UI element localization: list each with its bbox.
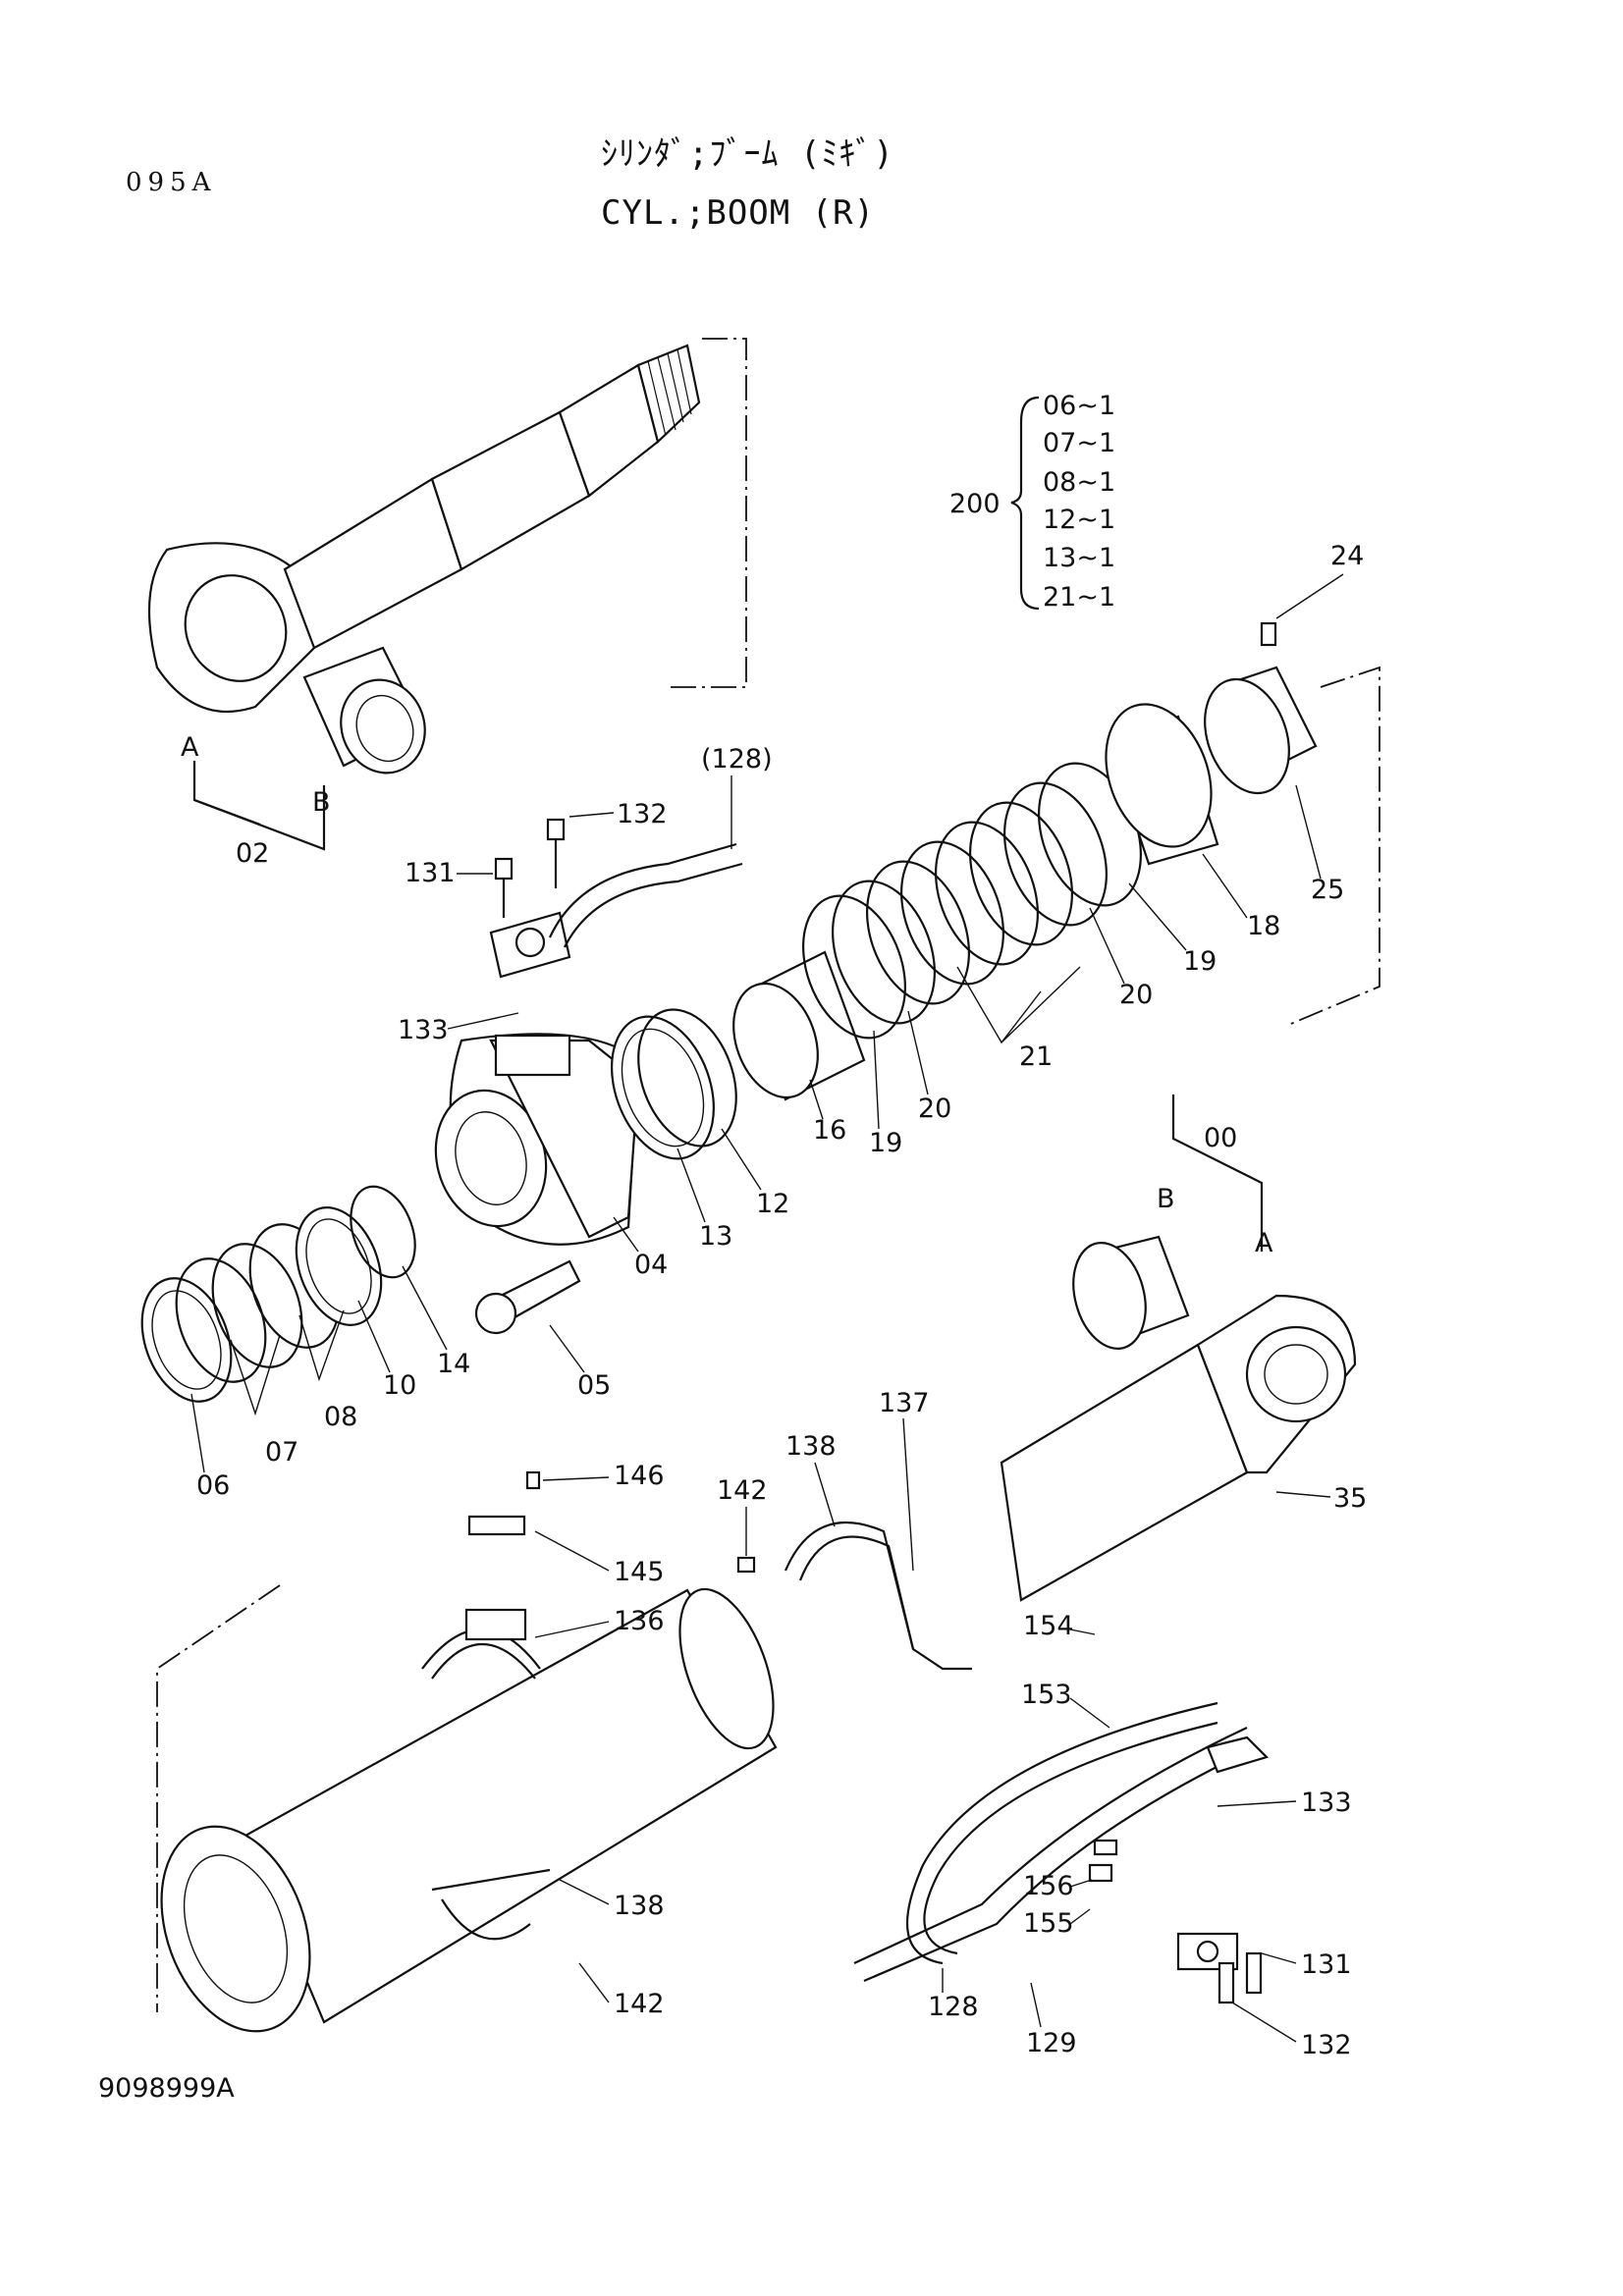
callout-B: B xyxy=(312,787,331,818)
piston-rod-drawing xyxy=(147,338,747,714)
title-english: CYL.;BOOM (R) xyxy=(601,193,876,233)
callout-142: 142 xyxy=(717,1475,768,1506)
pipe-flange-upper-drawing xyxy=(489,842,743,979)
callout-13: 13 xyxy=(699,1221,732,1252)
callout-19: 19 xyxy=(869,1128,902,1158)
callout-A: A xyxy=(1255,1228,1273,1258)
kit-item: 12~1 xyxy=(1043,505,1115,535)
callout-132: 132 xyxy=(617,799,668,829)
callout-02: 02 xyxy=(236,838,269,869)
hoses-drawing xyxy=(853,1701,1270,2004)
kit-200-callout: 200 06~1 07~1 08~1 12~1 13~1 21~1 xyxy=(949,391,1115,613)
kit-item: 13~1 xyxy=(1043,543,1115,573)
callout-128: 128 xyxy=(928,1992,979,2022)
callout-155: 155 xyxy=(1023,1908,1074,1939)
kit-item: 08~1 xyxy=(1043,467,1115,498)
clamp-136-drawing xyxy=(421,1470,541,1680)
callout-21: 21 xyxy=(1019,1041,1053,1072)
callout-156: 156 xyxy=(1023,1871,1074,1901)
callout-00: 00 xyxy=(1204,1123,1237,1153)
callout-12: 12 xyxy=(756,1189,789,1219)
callout-131: 131 xyxy=(1301,1949,1352,1980)
callout-19: 19 xyxy=(1183,946,1217,977)
page-id: 095A xyxy=(126,168,217,197)
kit-item: 07~1 xyxy=(1043,428,1115,458)
callout-20: 20 xyxy=(1119,980,1153,1010)
callout-138: 138 xyxy=(785,1431,837,1462)
callout-132: 132 xyxy=(1301,2030,1352,2060)
kit-item: 21~1 xyxy=(1043,582,1115,613)
gland-drawing xyxy=(434,1033,640,1246)
callout-35: 35 xyxy=(1333,1483,1367,1514)
callout-10: 10 xyxy=(383,1370,416,1401)
callout-138: 138 xyxy=(614,1891,665,1921)
kit-number: 200 xyxy=(949,489,1001,519)
packing-rings-drawing xyxy=(140,1185,416,1403)
callout-18: 18 xyxy=(1247,911,1280,941)
callout-133: 133 xyxy=(1301,1788,1352,1818)
callout-07: 07 xyxy=(265,1437,298,1468)
kit-item: 06~1 xyxy=(1043,391,1115,421)
callout-06: 06 xyxy=(196,1470,230,1501)
callout-20: 20 xyxy=(918,1094,951,1124)
callout-14: 14 xyxy=(437,1349,470,1379)
callout-146: 146 xyxy=(614,1461,665,1491)
cylinder-head-end-drawing xyxy=(1000,1095,1357,1602)
document-number: 9098999A xyxy=(98,2073,235,2104)
callout-136: 136 xyxy=(614,1606,665,1636)
callout-08: 08 xyxy=(324,1402,357,1432)
callout-128-ref: (128) xyxy=(701,744,773,774)
callout-142: 142 xyxy=(614,1989,665,2019)
callout-04: 04 xyxy=(634,1250,668,1280)
callout-153: 153 xyxy=(1021,1680,1072,1710)
bushing-upper-drawing xyxy=(302,646,426,774)
callout-131: 131 xyxy=(405,858,456,888)
callout-145: 145 xyxy=(614,1557,665,1587)
socket-bolt-05-drawing xyxy=(474,1259,581,1335)
callout-25: 25 xyxy=(1311,875,1344,905)
callout-133: 133 xyxy=(398,1015,449,1045)
callout-A: A xyxy=(181,732,199,763)
callout-129: 129 xyxy=(1026,2028,1077,2058)
callout-154: 154 xyxy=(1023,1611,1074,1641)
cylinder-tube-drawing xyxy=(156,1584,778,2033)
callout-16: 16 xyxy=(813,1115,846,1146)
callout-05: 05 xyxy=(577,1370,611,1401)
callout-24: 24 xyxy=(1330,541,1364,571)
title-japanese: ｼﾘﾝﾀﾞ;ﾌﾞｰﾑ (ﾐｷﾞ) xyxy=(601,134,894,174)
piston-assembly-drawing xyxy=(732,621,1380,1101)
leader-02 xyxy=(192,761,326,851)
seal-rings-12-13-drawing xyxy=(611,1008,737,1160)
callout-137: 137 xyxy=(879,1388,930,1418)
part-callouts: A B 02 (128) 132 131 133 24 25 18 19 20 … xyxy=(181,541,1367,2060)
callout-B: B xyxy=(1157,1184,1175,1214)
band-clamp-137-drawing xyxy=(431,1522,972,1941)
bolts-upper-drawing xyxy=(494,818,566,918)
